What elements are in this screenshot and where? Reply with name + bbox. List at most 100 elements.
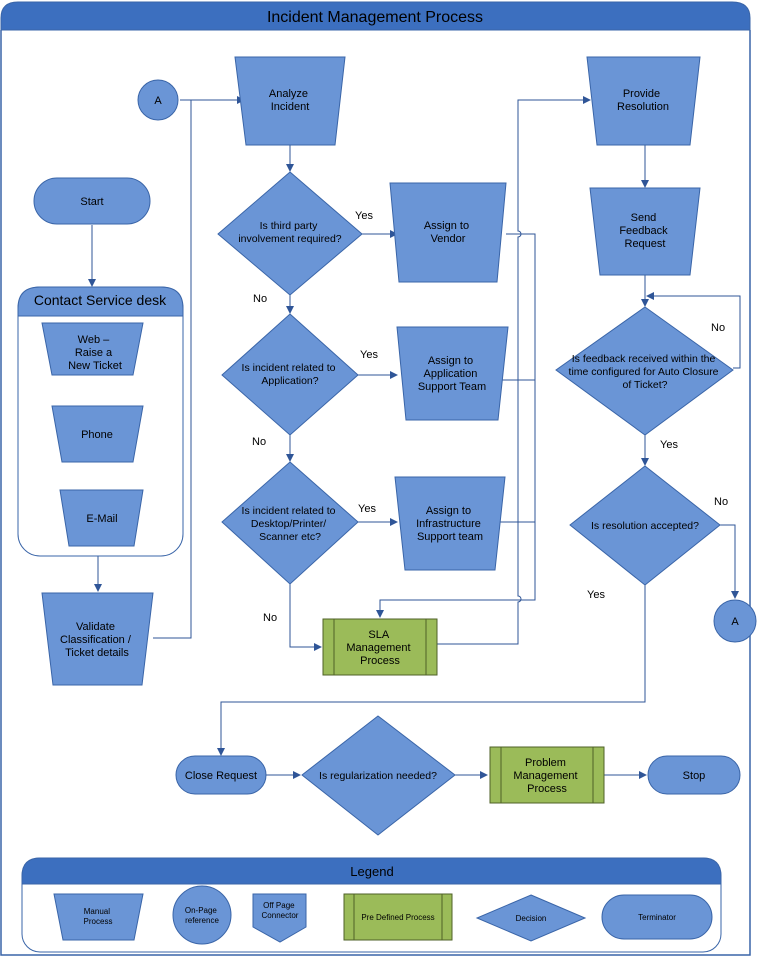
validate-manual-process: Validate Classification / Ticket details bbox=[41, 592, 154, 686]
close-request-terminator: Close Request bbox=[175, 755, 267, 795]
assign-vendor-line-1: Assign to bbox=[424, 220, 469, 232]
analyze-incident: Analyze Incident bbox=[234, 56, 346, 146]
connector-a-top: A bbox=[137, 79, 179, 121]
sla-line-2: Management bbox=[346, 642, 410, 654]
phone-manual-process: Phone bbox=[51, 405, 144, 463]
legend-manual-process: Manual Process bbox=[53, 893, 144, 941]
desktop-decision-line-1: Is incident related to bbox=[242, 505, 336, 517]
assign-vendor: Assign to Vendor bbox=[389, 182, 507, 283]
svg-text:Manual Process: Manual Process bbox=[84, 907, 113, 926]
assign-infra-line-2: Infrastructure bbox=[416, 518, 481, 530]
label-no-app: No bbox=[252, 436, 266, 448]
third-party-line-1: Is third party bbox=[260, 220, 319, 232]
web-line-2: Raise a bbox=[75, 347, 113, 359]
legend-offpage-line-1: Off Page bbox=[263, 901, 295, 910]
legend-decision-label: Decision bbox=[516, 914, 547, 923]
svg-text:Assign to Application: Assign to Application Support Team bbox=[418, 355, 486, 393]
email-label: E-Mail bbox=[86, 513, 117, 525]
label-yes-resolution: Yes bbox=[587, 589, 605, 601]
connector-a-top-label: A bbox=[154, 95, 162, 107]
assign-infra-line-3: Support team bbox=[417, 531, 483, 543]
label-no-third-party: No bbox=[253, 293, 267, 305]
resolution-decision: Is resolution accepted? bbox=[569, 465, 721, 586]
legend-manual-line-2: Process bbox=[84, 917, 113, 926]
app-decision-line-1: Is incident related to bbox=[242, 362, 336, 374]
provide-resolution: Provide Resolution bbox=[586, 56, 701, 146]
svg-text:Send Feedback Requ: Send Feedback Request bbox=[619, 212, 670, 250]
svg-text:Analyze Incident: Analyze Incident bbox=[269, 88, 311, 113]
assign-app-line-2: Application bbox=[424, 368, 478, 380]
send-feedback-line-1: Send bbox=[631, 212, 657, 224]
problem-line-3: Process bbox=[527, 783, 567, 795]
assign-application: Assign to Application Support Team bbox=[396, 326, 509, 421]
web-line-3: New Ticket bbox=[68, 360, 122, 372]
legend-on-page-reference: On-Page reference bbox=[172, 885, 232, 945]
start-terminator: Start bbox=[33, 177, 151, 225]
svg-text:Is incident related to D: Is incident related to Desktop/Printer/ … bbox=[242, 505, 339, 543]
desktop-decision-line-3: Scanner etc? bbox=[259, 531, 321, 543]
desktop-decision: Is incident related to Desktop/Printer/ … bbox=[221, 461, 359, 585]
third-party-decision: Is third party involvement required? bbox=[217, 171, 363, 296]
legend-manual-line-1: Manual bbox=[84, 907, 110, 916]
regularization-decision: Is regularization needed? bbox=[301, 715, 456, 836]
validate-line-2: Classification / bbox=[60, 634, 132, 646]
third-party-line-2: involvement required? bbox=[238, 233, 341, 245]
legend-terminator: Terminator bbox=[601, 894, 713, 940]
validate-line-1: Validate bbox=[76, 621, 115, 633]
svg-text:Assign to Vendor: Assign to Vendor bbox=[424, 220, 472, 245]
start-label: Start bbox=[80, 196, 103, 208]
assign-vendor-line-2: Vendor bbox=[431, 233, 466, 245]
resolution-label: Is resolution accepted? bbox=[591, 520, 699, 532]
legend-onpage-line-2: reference bbox=[185, 916, 219, 925]
svg-text:On-Page reference: On-Page reference bbox=[185, 906, 220, 925]
label-no-resolution: No bbox=[714, 496, 728, 508]
svg-text:Is incident related to A: Is incident related to Application? bbox=[242, 362, 339, 387]
phone-label: Phone bbox=[81, 429, 113, 441]
label-yes-feedback: Yes bbox=[660, 439, 678, 451]
legend: Legend Manual Process On-Page reference … bbox=[21, 857, 722, 953]
label-no-feedback: No bbox=[711, 322, 725, 334]
stop-terminator: Stop bbox=[647, 755, 741, 795]
assign-app-line-3: Support Team bbox=[418, 381, 486, 393]
legend-predefined-label: Pre Defined Process bbox=[361, 913, 434, 922]
feedback-line-3: of Ticket? bbox=[623, 379, 668, 391]
connector-a-right: A bbox=[713, 599, 757, 643]
analyze-line-1: Analyze bbox=[269, 88, 308, 100]
regularization-label: Is regularization needed? bbox=[319, 770, 437, 782]
outer-frame bbox=[0, 30, 751, 956]
assign-infrastructure: Assign to Infrastructure Support team bbox=[394, 476, 506, 571]
label-yes-third-party: Yes bbox=[355, 210, 373, 222]
legend-predefined-process: Pre Defined Process bbox=[343, 893, 453, 941]
sla-predefined-process: SLA Management Process bbox=[322, 618, 438, 676]
connector-lines bbox=[88, 96, 741, 779]
svg-text:Validate Classification: Validate Classification / Ticket details bbox=[60, 621, 134, 659]
send-feedback-line-3: Request bbox=[625, 238, 666, 250]
sla-line-3: Process bbox=[360, 655, 400, 667]
contact-service-desk-title: Contact Service desk bbox=[34, 292, 167, 308]
label-yes-app: Yes bbox=[360, 349, 378, 361]
svg-text:SLA Management Pro: SLA Management Process bbox=[346, 629, 413, 667]
email-manual-process: E-Mail bbox=[59, 489, 144, 547]
web-manual-process: Web – Raise a New Ticket bbox=[41, 322, 144, 376]
svg-text:Problem Management: Problem Management Process bbox=[513, 757, 580, 795]
label-no-desktop: No bbox=[263, 612, 277, 624]
svg-text:Web – Raise a New: Web – Raise a New Ticket bbox=[68, 334, 122, 372]
problem-line-2: Management bbox=[513, 770, 577, 782]
title-bar bbox=[0, 1, 751, 31]
assign-infra-line-1: Assign to bbox=[426, 505, 471, 517]
web-line-1: Web – bbox=[78, 334, 110, 346]
svg-text:Is feedback received within th: Is feedback received within the time con… bbox=[569, 353, 722, 391]
legend-offpage-line-2: Connector bbox=[262, 911, 299, 920]
send-feedback: Send Feedback Request bbox=[589, 187, 701, 276]
feedback-line-2: time configured for Auto Closure bbox=[569, 366, 719, 378]
label-yes-desktop: Yes bbox=[358, 503, 376, 515]
svg-text:Off Page Connector: Off Page Connector bbox=[262, 901, 299, 920]
assign-app-line-1: Assign to bbox=[428, 355, 473, 367]
app-decision-line-2: Application? bbox=[261, 375, 318, 387]
stop-label: Stop bbox=[683, 770, 706, 782]
provide-line-2: Resolution bbox=[617, 101, 669, 113]
legend-off-page-connector: Off Page Connector bbox=[252, 893, 307, 943]
page-title: Incident Management Process bbox=[267, 9, 483, 26]
svg-text:Is third party involveme: Is third party involvement required? bbox=[238, 220, 341, 245]
